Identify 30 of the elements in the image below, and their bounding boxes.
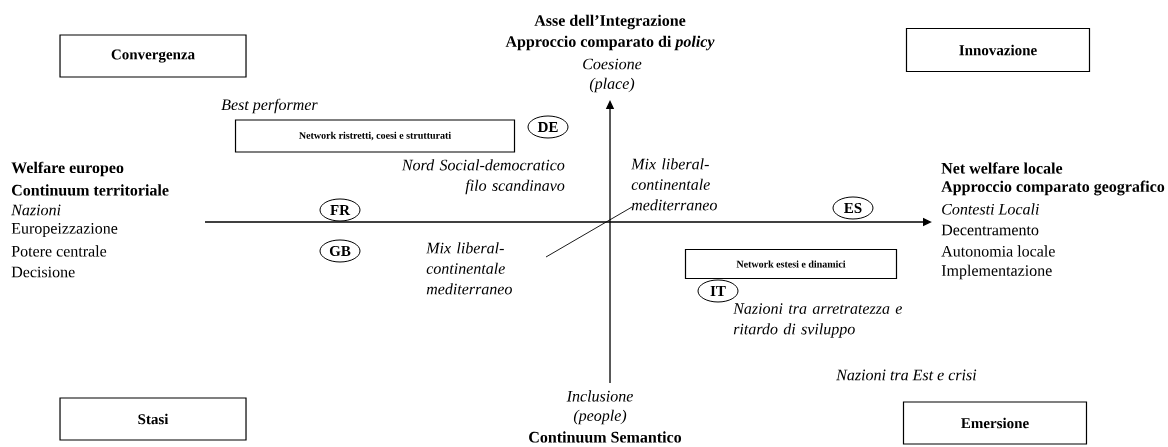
axis-label: (place): [589, 77, 635, 93]
axis-label: Implementazione: [941, 264, 1052, 280]
axis-label: Coesione: [583, 58, 642, 70]
quadrant-box: Stasi: [59, 397, 247, 441]
axis-title: Approccio comparato geografico: [941, 180, 1165, 196]
quadrant-note: Nazioni tra arretratezza e ritardo di sviluppo: [733, 303, 902, 338]
axis-label: Contesti Locali: [942, 203, 1039, 215]
axis-label: Autonomia locale: [941, 245, 1055, 257]
axis-label: Decisione: [11, 266, 75, 278]
quadrant-box: Emersione: [902, 401, 1088, 445]
axis-title: Welfare europeo: [11, 161, 124, 177]
axis-title: Asse dell’Integrazione: [534, 14, 686, 30]
axis-label: Europeizzazione: [11, 223, 118, 237]
axis-title: Approccio comparato di policy: [505, 35, 715, 51]
quadrant-note: Mix liberal- continentale mediterraneo: [426, 242, 512, 295]
quadrant-note: Nazioni tra Est e crisi: [836, 369, 977, 381]
network-box: Network ristretti, coesi e strutturati: [234, 119, 516, 153]
axis-label: Inclusione: [566, 390, 633, 402]
quadrant-box: Innovazione: [905, 27, 1091, 73]
quadrant-box: Convergenza: [59, 34, 247, 78]
quadrant-note: Mix liberal- continentale mediterraneo: [631, 158, 717, 211]
axis-label: Nazioni: [11, 204, 61, 216]
axis-title: Continuum Semantico: [529, 431, 682, 443]
axis-label: Decentramento: [941, 224, 1039, 236]
axis-label: Potere centrale: [11, 245, 107, 257]
quadrant-note: Best performer: [221, 98, 318, 114]
axis-label: (people): [573, 409, 627, 425]
axis-title: Net welfare locale: [941, 162, 1063, 174]
axis-title: Continuum territoriale: [12, 184, 169, 196]
quadrant-note: Nord Social-democratico filo scandinavo: [401, 159, 565, 195]
